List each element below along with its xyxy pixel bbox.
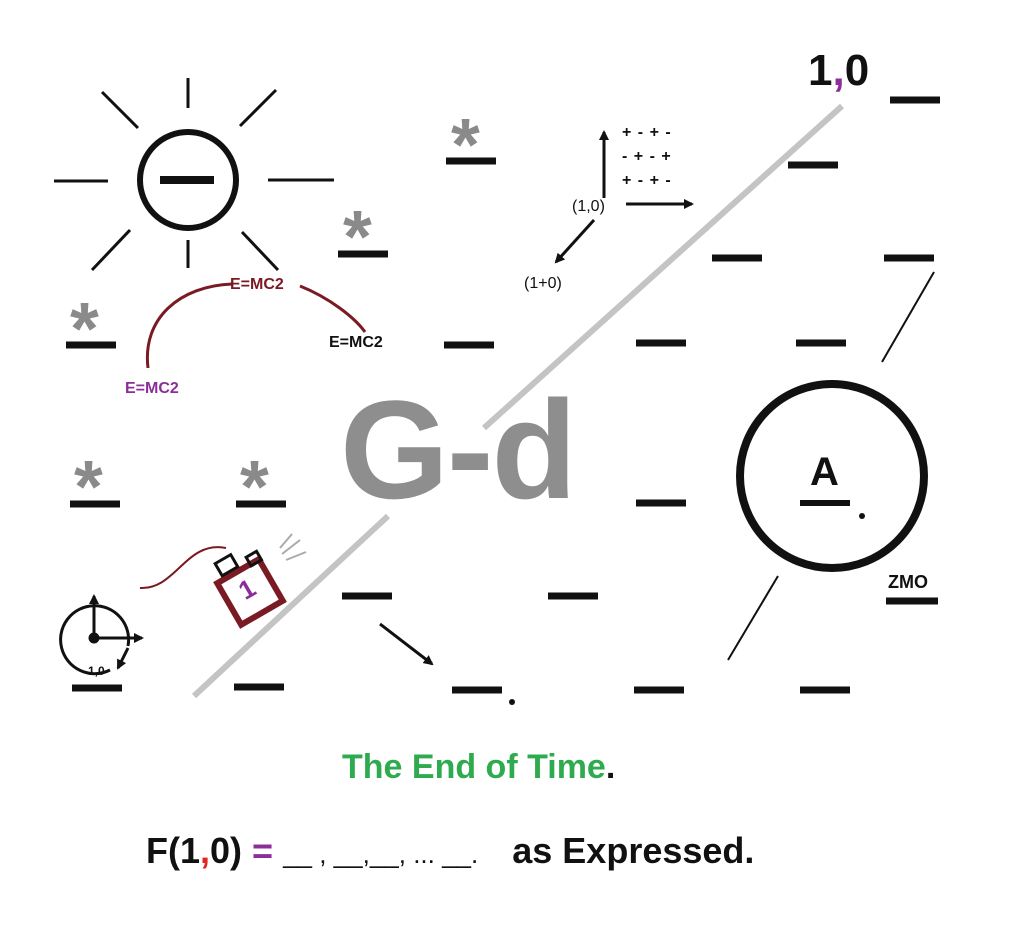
cube-icon [139, 533, 307, 629]
page-title: The End of Time. [342, 748, 615, 787]
corner-label: 1,0 [808, 46, 869, 96]
formula-comma: , [200, 830, 211, 871]
title-period: . [605, 748, 616, 786]
sun-icon [54, 78, 334, 272]
star-mark: * [343, 195, 372, 278]
formula-equals: = [252, 830, 274, 871]
formula: F(1,0) = __ , __,__, ... __. as Expresse… [146, 830, 754, 872]
sign-row: + - + - [622, 172, 672, 189]
emc-label-purple: E=MC2 [125, 380, 179, 397]
parallelogram-sides [727, 271, 935, 661]
star-mark: * [240, 445, 269, 528]
emc-arc [145, 282, 367, 369]
title-text: The End of Time [342, 748, 606, 786]
diagonal-upper [481, 103, 845, 431]
sign-row: + - + - [622, 124, 672, 141]
diagonal-lower [191, 513, 391, 699]
corner-label-left: 1 [808, 46, 833, 95]
zmo-label: ZMO [888, 572, 928, 592]
circle-letter: A [810, 450, 839, 494]
emc-label-black: E=MC2 [329, 334, 383, 351]
emc-label-dark: E=MC2 [230, 276, 284, 293]
formula-suffix: as Expressed. [512, 830, 755, 871]
sign-row: - + - + [622, 148, 672, 165]
formula-blanks: __ , __,__, ... __. [283, 839, 479, 869]
vector-origin-label: (1,0) [572, 198, 605, 215]
center-word: G-d [340, 371, 577, 528]
star-mark: * [70, 287, 99, 370]
vector-sum-label: (1+0) [524, 275, 562, 292]
formula-rhs: 0) [210, 830, 243, 871]
star-mark: * [74, 445, 103, 528]
circle-a [736, 380, 928, 572]
dash-marks [66, 96, 940, 694]
formula-lhs: F(1 [146, 830, 200, 871]
vector-arrows [379, 130, 694, 666]
clock-icon [59, 594, 144, 676]
corner-label-right: 0 [844, 46, 870, 95]
clock-label: 1,0 [88, 664, 105, 678]
corner-label-comma: , [832, 46, 845, 95]
star-mark: * [451, 103, 480, 186]
